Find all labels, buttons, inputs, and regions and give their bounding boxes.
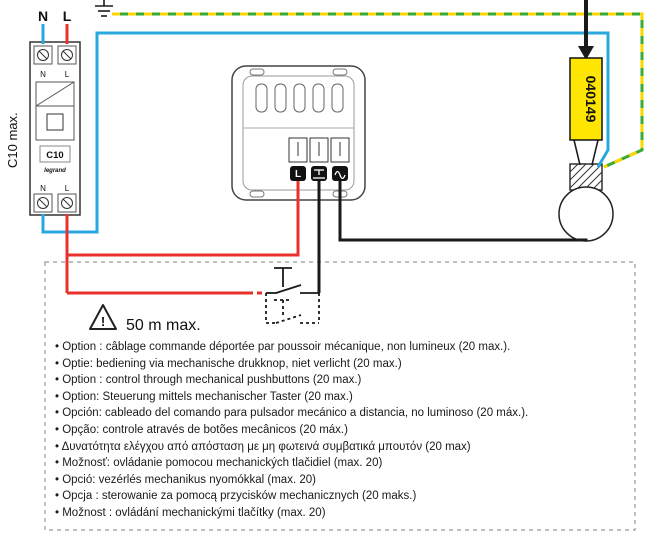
mounting-slot-icon [249,190,265,198]
option-note: • Optie: bediening via mechanische drukk… [55,357,402,370]
option-notes: • Option : câblage commande déportée par… [55,339,630,522]
option-note: • Δυνατότητα ελέγχου από απόσταση με μη … [55,440,471,453]
down-arrow-icon [578,0,594,60]
lamp-feed-wires [573,139,599,166]
lamp [558,163,614,242]
live-wire [65,24,300,295]
option-note: • Opcja : sterowanie za pomocą przyciskó… [55,490,417,503]
circuit-breaker: N L C10 legrand N L [29,41,81,216]
product-label: 040149 [569,57,603,141]
warning-text: 50 m max. [126,317,201,334]
lamp-bulb [558,186,614,242]
warning-triangle-icon [89,304,117,330]
earth-wire [112,12,644,169]
vent-slot-icon [312,83,325,113]
option-note: • Opció: vezérlés mechanikus nyomókkal (… [55,473,316,486]
option-note: • Option : control through mechanical pu… [55,374,362,387]
supply-live-label: L [63,8,72,24]
remote-control-option-box [44,261,636,531]
option-note: • Opção: controle através de botões mecâ… [55,423,348,436]
breaker-side-label: C10 max. [5,112,20,168]
lamp-return-wire [338,181,588,242]
warning-exclamation: ! [101,314,105,329]
mounting-slot-icon [332,68,348,76]
module-terminal-live-label: L [295,169,301,180]
switch-module: L [231,65,366,201]
breaker-top-neutral-label: N [40,70,46,79]
breaker-bottom-neutral-label: N [40,184,46,193]
product-ref-text: 040149 [583,76,599,123]
pushbutton-symbol-2 [265,293,320,324]
breaker-top-live-label: L [65,70,70,79]
vent-slot-icon [255,83,268,113]
breaker-brand-label: legrand [44,168,66,174]
option-note: • Možnost : ovládání mechanickými tlačít… [55,506,326,519]
vent-slot-icon [293,83,306,113]
option-note: • Option : câblage commande déportée par… [55,341,511,353]
breaker-bottom-live-label: L [65,184,70,193]
mounting-slot-icon [249,68,265,76]
terminal-pushbutton-icon [313,169,325,179]
breaker-rating-label: C10 [46,150,63,161]
pushbutton-symbol-1 [266,267,319,294]
lamp-base [569,163,603,191]
neutral-wire [41,24,610,234]
supply-neutral-label: N [38,8,48,24]
option-note: • Možnosť: ovládanie pomocou mechanickýc… [55,457,383,470]
vent-slot-icon [331,83,344,113]
max-length-warning: ! 50 m max. [89,304,201,334]
vent-slot-icon [274,83,287,113]
option-note: • Option: Steuerung mittels mechanischer… [55,390,353,403]
option-note: • Opción: cableado del comando para puls… [55,407,529,420]
terminal-load-icon [334,170,346,180]
earth-symbol-icon [95,0,113,17]
